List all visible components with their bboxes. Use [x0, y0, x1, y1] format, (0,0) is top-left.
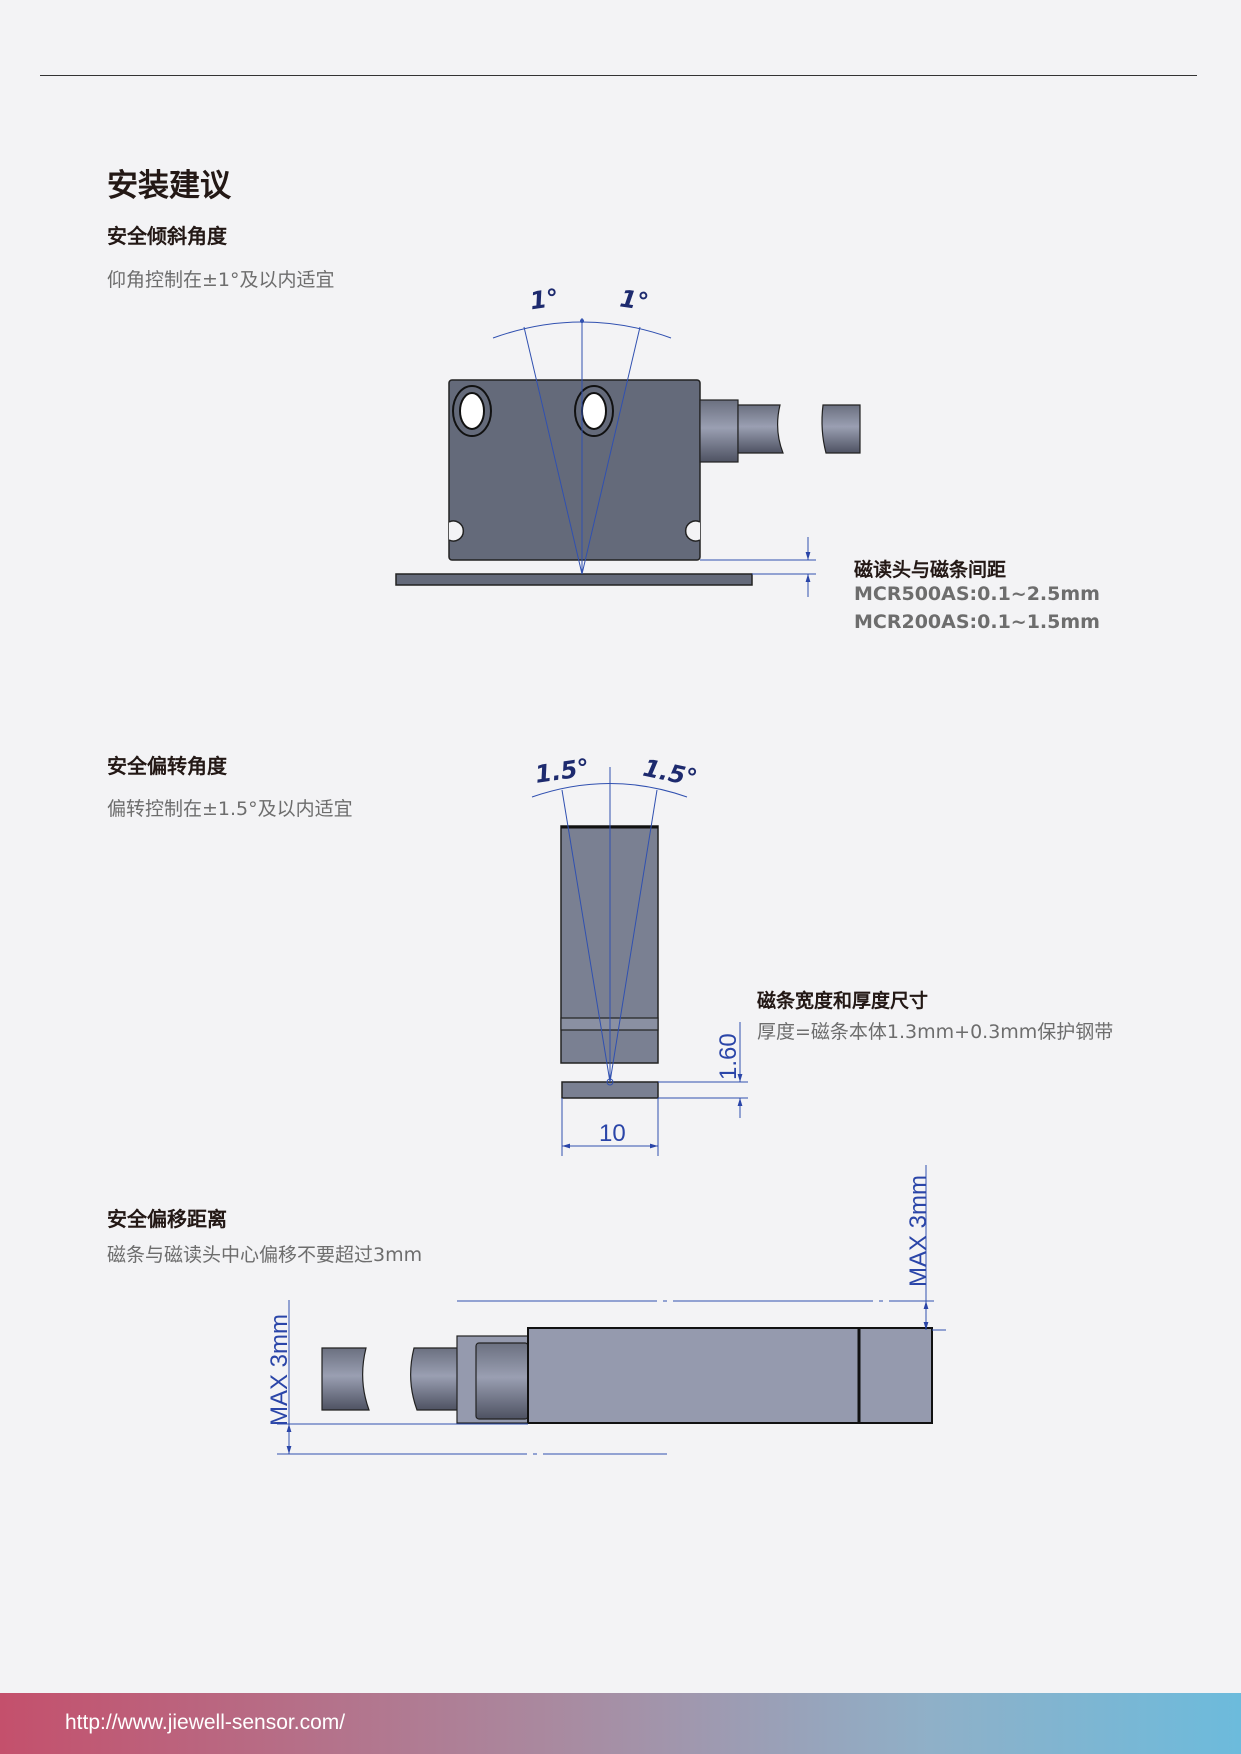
yaw-angle-left: 1.5° — [533, 753, 591, 788]
gap-spec-mcr500: MCR500AS:0.1~2.5mm — [854, 583, 1100, 605]
strip-description: 厚度=磁条本体1.3mm+0.3mm保护钢带 — [757, 1021, 1114, 1043]
cable-end — [821, 404, 861, 454]
page-title: 安装建议 — [107, 168, 231, 204]
tilt-angle-left: 1° — [528, 284, 560, 316]
sensor-body-top — [527, 1327, 933, 1424]
mount-notch — [684, 520, 701, 542]
offset-dim-left: MAX 3mm — [266, 1314, 293, 1426]
footer-bar — [0, 1693, 1241, 1754]
width-dimension: 10 — [599, 1120, 626, 1147]
mount-notch — [448, 520, 465, 542]
yaw-description: 偏转控制在±1.5°及以内适宜 — [107, 798, 353, 820]
tilt-heading: 安全倾斜角度 — [107, 224, 227, 248]
cable — [737, 404, 784, 454]
website-link[interactable]: http://www.jiewell-sensor.com/ — [65, 1711, 346, 1734]
offset-heading: 安全偏移距离 — [107, 1207, 227, 1231]
yaw-diagram: 1.5° 1.5° 1.60 10 — [531, 753, 748, 1156]
tilt-diagram: 1° 1° — [395, 284, 861, 597]
offset-dim-top: MAX 3mm — [905, 1175, 932, 1287]
magnetic-strip — [395, 573, 753, 586]
connector — [699, 399, 739, 463]
gap-label: 磁读头与磁条间距 — [854, 559, 1007, 581]
tilt-angle-right: 1° — [618, 284, 650, 316]
strip-label: 磁条宽度和厚度尺寸 — [757, 990, 929, 1012]
header-divider — [40, 75, 1197, 76]
sensor-body — [448, 379, 701, 561]
angle-arc — [531, 783, 688, 798]
offset-description: 磁条与磁读头中心偏移不要超过3mm — [107, 1244, 423, 1266]
thickness-dimension: 1.60 — [715, 1033, 742, 1080]
gap-spec-mcr200: MCR200AS:0.1~1.5mm — [854, 611, 1100, 633]
offset-diagram: MAX 3mm MAX 3mm — [266, 1165, 946, 1455]
yaw-heading: 安全偏转角度 — [107, 754, 227, 778]
tilt-description: 仰角控制在±1°及以内适宜 — [107, 269, 335, 291]
strip-section — [561, 1081, 659, 1099]
nut — [475, 1342, 529, 1420]
cable-end — [321, 1347, 370, 1411]
